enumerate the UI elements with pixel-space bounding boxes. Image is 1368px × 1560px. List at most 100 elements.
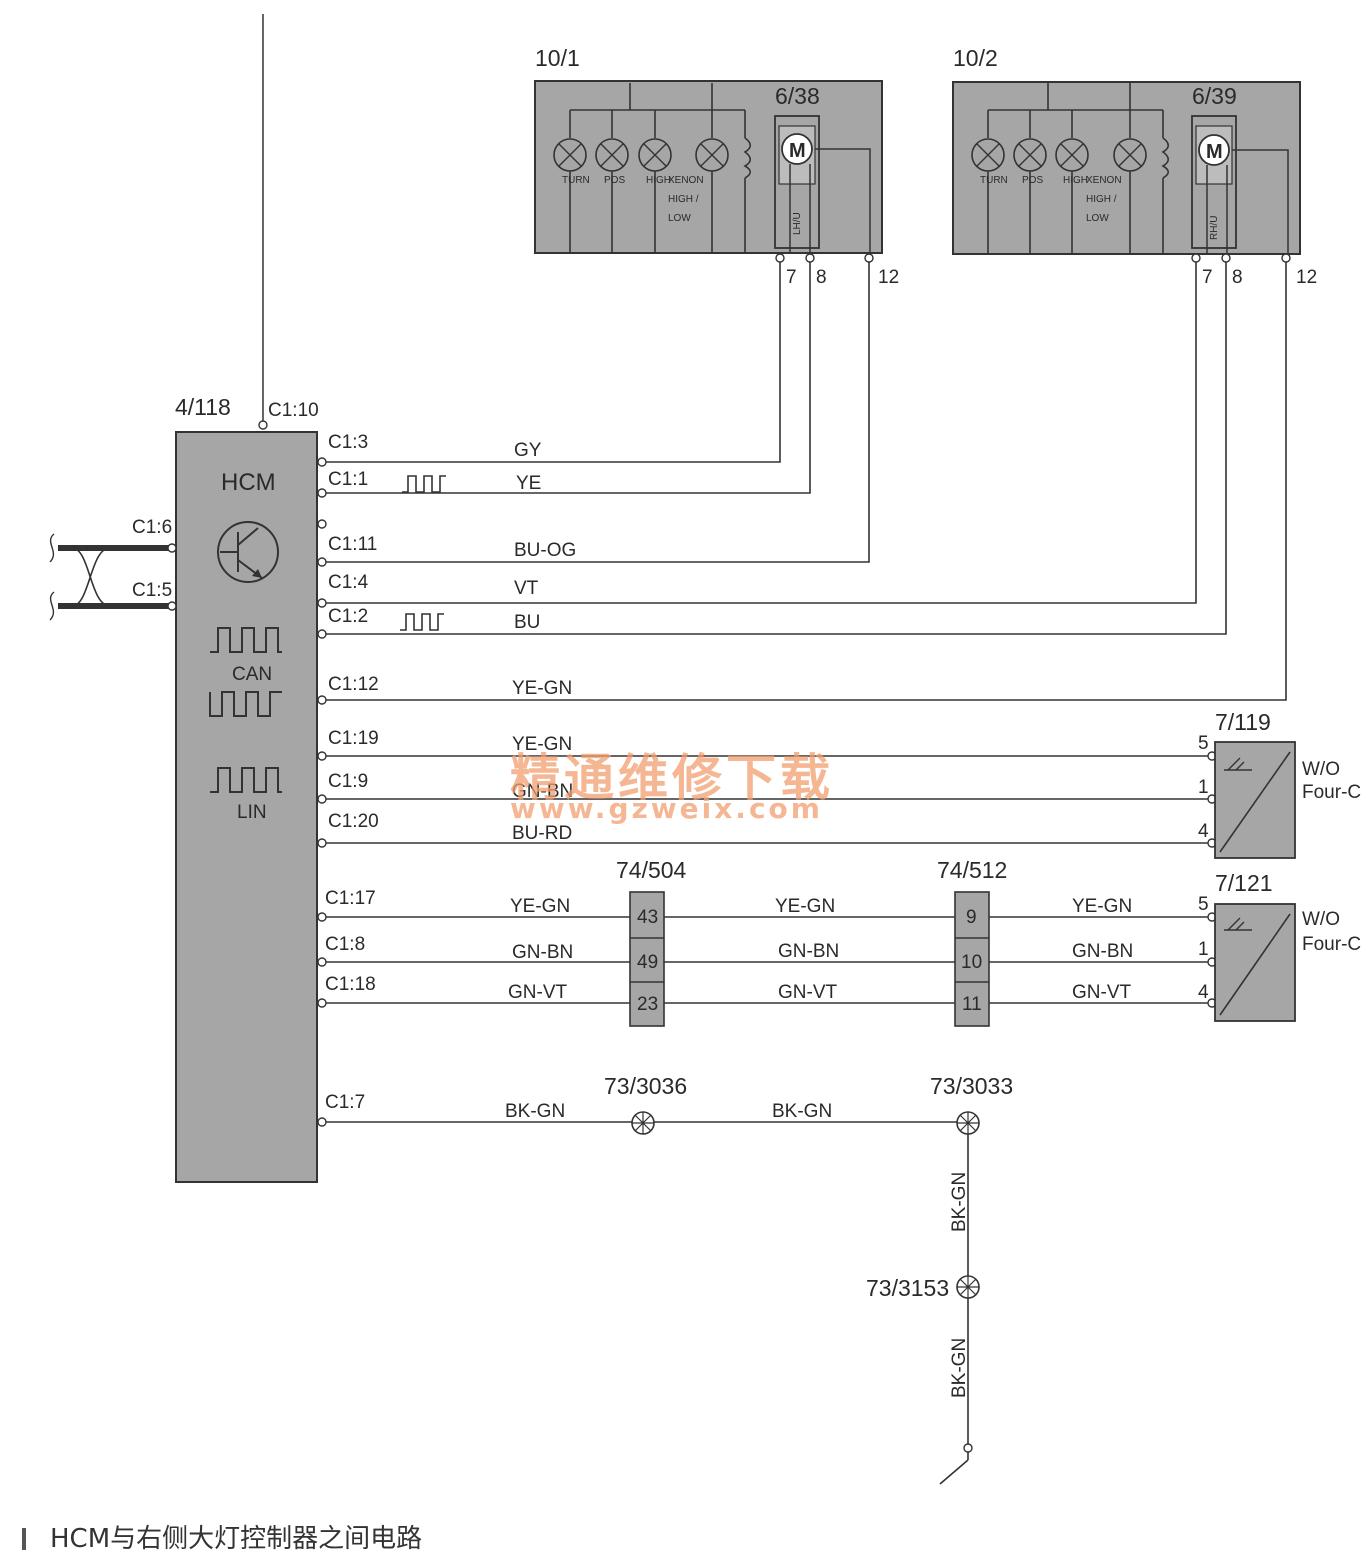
headlamp-right-pin-8: 8 bbox=[1232, 267, 1243, 288]
hcm-pin-label: C1:18 bbox=[325, 974, 376, 995]
wire-bu bbox=[322, 258, 1227, 635]
headlamp-left-pin-12: 12 bbox=[878, 267, 899, 288]
turn-lamp-icon bbox=[553, 138, 587, 172]
lamp-label-pos: POS bbox=[1022, 175, 1043, 186]
wire-color-label: YE-GN bbox=[510, 896, 570, 917]
wire-harness bbox=[322, 258, 1287, 1485]
wire-color-label: BU-OG bbox=[514, 540, 576, 561]
caption-text: HCM与右侧大灯控制器之间电路 bbox=[50, 1524, 423, 1554]
wire-color-label: GN-BN bbox=[512, 781, 573, 802]
pwm-signal-icon bbox=[402, 475, 446, 493]
headlamp-right-pin-7: 7 bbox=[1202, 267, 1213, 288]
lamp-bulb-icons bbox=[553, 137, 752, 179]
hcm-pin-label: C1:19 bbox=[328, 728, 379, 749]
connector-74-512: 74/512 9 10 11 bbox=[937, 857, 1007, 1027]
lamp-label-xenon-3: LOW bbox=[1086, 213, 1109, 224]
motor-icon: M bbox=[1198, 134, 1230, 166]
wire-ye bbox=[322, 258, 811, 494]
watermark-title: 精通维修下载 bbox=[510, 749, 834, 807]
hcm-pin-label: C1:7 bbox=[325, 1092, 365, 1113]
wire-color-labels: GYYEBU-OGVTBUYE-GNYE-GNGN-BNBU-RDYE-GNGN… bbox=[508, 440, 576, 1003]
connector-74-504: 74/504 43 49 23 bbox=[616, 857, 687, 1027]
connector-504-pin: 49 bbox=[637, 952, 658, 973]
wire-label-right: GN-BN bbox=[1072, 941, 1133, 962]
sensor-121-id: 7/121 bbox=[1215, 870, 1273, 896]
lamp-label-xenon: XENON bbox=[668, 175, 704, 186]
lamp-label-xenon-2: HIGH / bbox=[668, 194, 699, 205]
sensor-121-note-2: Four-C bbox=[1302, 934, 1361, 955]
hcm-pin-label: C1:8 bbox=[325, 934, 365, 955]
lamp-label-xenon-2: HIGH / bbox=[1086, 194, 1117, 205]
hcm-pin-labels: C1:3C1:1C1:11C1:4C1:2C1:12C1:19C1:9C1:20… bbox=[325, 432, 379, 1113]
high-lamp-icon bbox=[1055, 138, 1089, 172]
sensor-119-note: W/O bbox=[1302, 759, 1340, 780]
hcm-module: 4/118 HCM CAN LIN bbox=[175, 394, 318, 1183]
can-label: CAN bbox=[232, 664, 272, 685]
connector-512-pin: 11 bbox=[962, 994, 982, 1015]
motor-icon: M bbox=[781, 133, 813, 165]
hcm-top-pin-label: C1:10 bbox=[268, 400, 319, 421]
turn-lamp-icon bbox=[971, 138, 1005, 172]
wire-gy bbox=[322, 258, 781, 463]
watermark-url: www.gzweix.com bbox=[510, 792, 823, 825]
svg-text:M: M bbox=[789, 140, 806, 162]
level-sensor-7-119: 7/119 5 1 4 W/O Four-C bbox=[1198, 709, 1361, 859]
wire-color-label: BU bbox=[514, 612, 540, 633]
lamp-label-high: HIGH bbox=[646, 175, 671, 186]
motor-left-id: 6/38 bbox=[775, 83, 820, 109]
can-bus-twisted-pair bbox=[49, 533, 177, 621]
sensor-arm-icon bbox=[1224, 917, 1252, 931]
connector-504-pin: 23 bbox=[637, 994, 658, 1015]
wire-label-bk-gn-vertical: BK-GN bbox=[949, 1172, 970, 1232]
motor-right-id: 6/39 bbox=[1192, 83, 1237, 109]
connector-504-id: 74/504 bbox=[616, 857, 687, 883]
pwm-signal-icon bbox=[400, 613, 444, 631]
lin-label: LIN bbox=[237, 802, 267, 823]
ballast-coil-icon bbox=[1161, 137, 1170, 179]
sensor-121-note: W/O bbox=[1302, 909, 1340, 930]
sensor-121-pin-1: 1 bbox=[1198, 939, 1209, 960]
splice-3036-id: 73/3036 bbox=[604, 1073, 687, 1099]
caption-bar bbox=[22, 1528, 26, 1550]
connector-512-pin: 10 bbox=[961, 952, 982, 973]
lamp-label-xenon: XENON bbox=[1086, 175, 1122, 186]
wire-color-label: YE-GN bbox=[512, 734, 572, 755]
hcm-pin-c1-5: C1:5 bbox=[132, 580, 172, 601]
hcm-pin-label: C1:4 bbox=[328, 572, 369, 593]
wire-color-label: BU-RD bbox=[512, 823, 572, 844]
ground-end bbox=[939, 1459, 969, 1485]
wire-color-label: GY bbox=[514, 440, 542, 461]
connector-504-pin: 43 bbox=[637, 907, 658, 928]
headlamp-right-module: 10/2 TURN POS HIGH XENON HIGH / LOW 6/39… bbox=[952, 45, 1301, 255]
hcm-pin-label: C1:20 bbox=[328, 811, 379, 832]
wire-label-mid: YE-GN bbox=[775, 896, 835, 917]
headlamp-left-id: 10/1 bbox=[535, 45, 580, 71]
transistor-icon bbox=[217, 521, 279, 583]
hcm-pin-label: C1:11 bbox=[328, 534, 377, 555]
wire-color-label: YE-GN bbox=[512, 678, 572, 699]
splice-73-3033: 73/3033 bbox=[930, 1073, 1013, 1135]
lamp-label-xenon-3: LOW bbox=[668, 213, 691, 224]
sensor-119-pin-4: 4 bbox=[1198, 821, 1209, 842]
wire-vt bbox=[322, 258, 1197, 604]
headlamp-left-pin-7: 7 bbox=[786, 267, 797, 288]
ballast-coil-icon bbox=[743, 137, 752, 179]
connector-512-id: 74/512 bbox=[937, 857, 1007, 883]
high-lamp-icon bbox=[638, 138, 672, 172]
splice-3153-id: 73/3153 bbox=[866, 1275, 949, 1301]
hcm-id: 4/118 bbox=[175, 394, 231, 420]
lamp-label-high: HIGH bbox=[1063, 175, 1088, 186]
lamp-label-turn: TURN bbox=[562, 175, 590, 186]
hcm-pin-label: C1:3 bbox=[328, 432, 368, 453]
lamp-label-turn: TURN bbox=[980, 175, 1008, 186]
sensor-119-id: 7/119 bbox=[1215, 709, 1271, 735]
splice-73-3036: 73/3036 bbox=[604, 1073, 687, 1135]
hcm-pin-label: C1:1 bbox=[328, 469, 368, 490]
hcm-pin-label: C1:2 bbox=[328, 606, 368, 627]
splice-3033-id: 73/3033 bbox=[930, 1073, 1013, 1099]
wire-label-bk-gn: BK-GN bbox=[772, 1101, 832, 1122]
sensor-arm-icon bbox=[1224, 757, 1252, 771]
motor-left-label: LH/U bbox=[792, 212, 803, 235]
wire-color-label: GN-VT bbox=[508, 982, 568, 1003]
hcm-pin-label: C1:12 bbox=[328, 674, 379, 695]
